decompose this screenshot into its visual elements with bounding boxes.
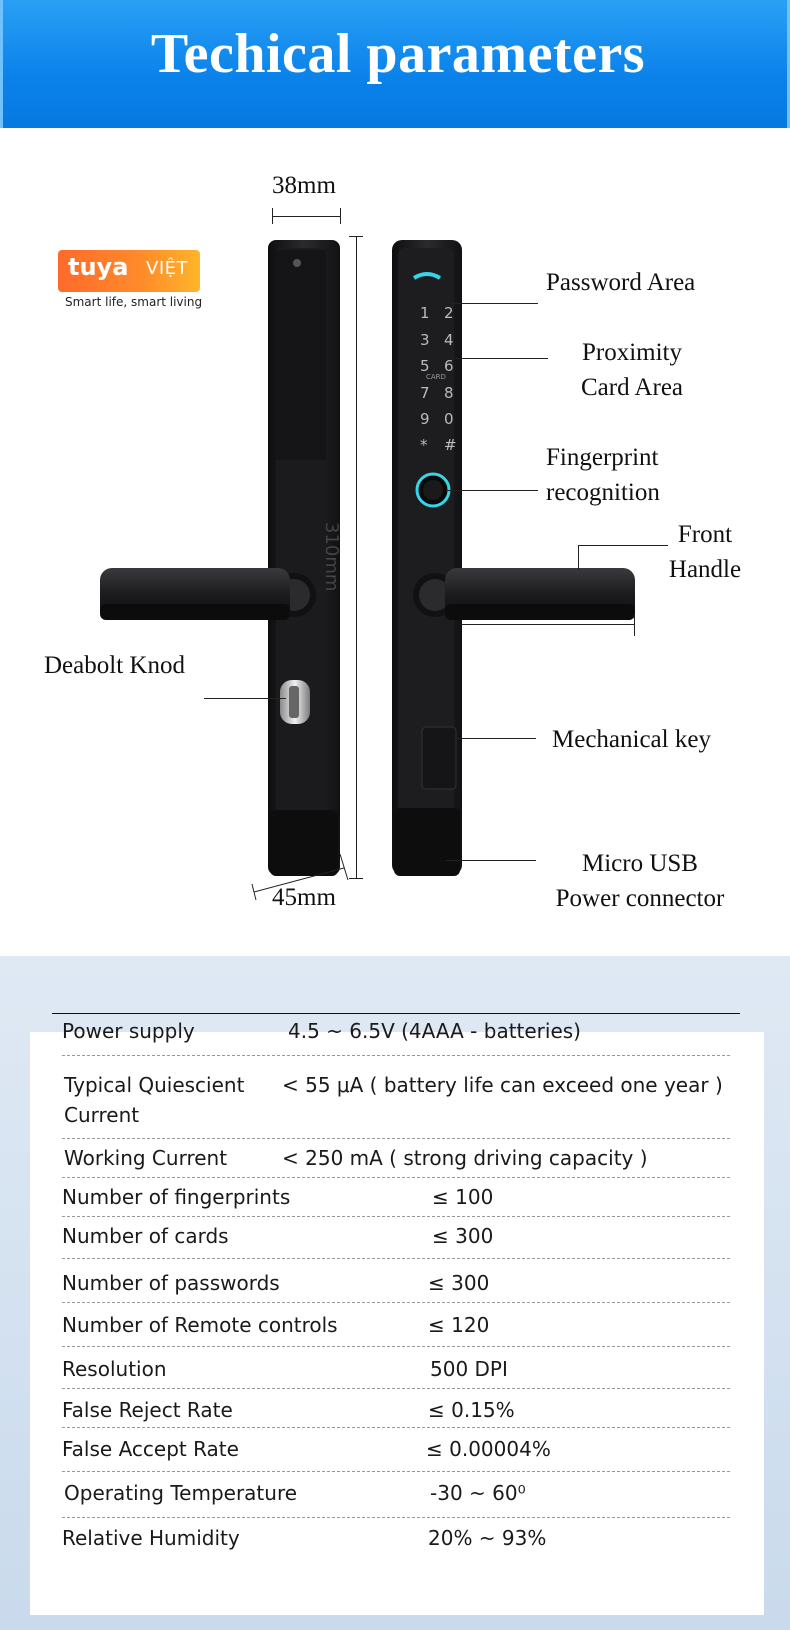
key-8: 8: [444, 384, 454, 402]
spec-value-humidity: 20% ~ 93%: [428, 1526, 547, 1550]
card-label: CARD: [426, 373, 446, 381]
logo-slogan: Smart life, smart living: [65, 295, 203, 309]
header-banner: Techical parameters: [0, 0, 790, 128]
spec-divider: [62, 1427, 730, 1428]
key-7: 7: [420, 384, 430, 402]
width-label: 38mm: [272, 172, 336, 199]
mech-key-label: Mechanical key: [552, 726, 711, 753]
key-9: 9: [420, 410, 430, 428]
front-handle-leader-h: [578, 545, 668, 546]
spec-value-working: < 250 mA ( strong driving capacity ): [282, 1146, 648, 1170]
key-1: 1: [420, 304, 430, 322]
key-5: 5: [420, 357, 430, 375]
depth-label: 45mm: [272, 884, 336, 911]
height-tick-top: [349, 236, 363, 237]
key-star: *: [420, 436, 428, 454]
usb-leader: [446, 860, 536, 861]
spec-value-remotes: ≤ 120: [428, 1313, 490, 1337]
spec-divider: [62, 1258, 730, 1259]
spec-label-far: False Accept Rate: [62, 1437, 239, 1461]
proximity-leader: [452, 358, 548, 359]
front-handle-label-1: Front: [677, 521, 733, 548]
handle-length-line: [460, 624, 634, 625]
spec-value-passwords: ≤ 300: [428, 1271, 490, 1295]
spec-label-resolution: Resolution: [62, 1357, 167, 1381]
lock-illustration: [100, 240, 635, 876]
spec-label-passwords: Number of passwords: [62, 1271, 280, 1295]
specs-top-rule: [52, 1013, 740, 1014]
spec-value-fingerprints: ≤ 100: [432, 1185, 494, 1209]
logo-brand: tuya: [68, 253, 129, 281]
spec-value-temperature: -30 ~ 60⁰: [430, 1481, 526, 1505]
spec-divider: [62, 1302, 730, 1303]
spec-value-frr: ≤ 0.15%: [428, 1398, 515, 1422]
spec-value-far: ≤ 0.00004%: [426, 1437, 551, 1461]
key-4: 4: [444, 331, 454, 349]
spec-label-cards: Number of cards: [62, 1224, 229, 1248]
height-label: 310mm: [321, 522, 342, 592]
front-lock-body: [392, 240, 635, 876]
spec-label-frr: False Reject Rate: [62, 1398, 233, 1422]
spec-value-power: 4.5 ~ 6.5V (4AAA - batteries): [288, 1019, 581, 1043]
spec-label-quiescient-2: Current: [64, 1103, 140, 1127]
keypad: 1 2 3 4 5 6 CARD 7 8 9 0 * #: [420, 303, 464, 463]
spec-value-quiescient: < 55 μA ( battery life can exceed one ye…: [282, 1073, 723, 1097]
width-tick-right: [340, 208, 341, 224]
password-leader: [452, 303, 538, 304]
spec-divider: [62, 1055, 730, 1056]
usb-label-2: Power connector: [555, 885, 725, 912]
spec-divider: [62, 1346, 730, 1347]
spec-label-temperature: Operating Temperature: [64, 1481, 298, 1505]
width-dimension-line: [272, 216, 340, 217]
deadbolt-leader: [204, 698, 286, 699]
spec-value-resolution: 500 DPI: [430, 1357, 508, 1381]
key-2: 2: [444, 304, 454, 322]
spec-label-power: Power supply: [62, 1019, 195, 1043]
spec-label-remotes: Number of Remote controls: [62, 1313, 338, 1337]
fingerprint-leader: [446, 490, 538, 491]
proximity-label-2: Card Area: [580, 374, 684, 401]
spec-divider: [62, 1471, 730, 1472]
spec-label-quiescient: Typical Quiescient: [64, 1073, 245, 1097]
key-6: 6: [444, 357, 454, 375]
page-title: Techical parameters: [150, 23, 646, 85]
usb-label-1: Micro USB: [582, 850, 698, 877]
front-handle-label-2: Handle: [668, 556, 742, 583]
spec-label-working: Working Current: [64, 1146, 228, 1170]
front-handle-leader-v: [578, 545, 579, 570]
logo-suffix: VIỆT: [146, 258, 188, 279]
spec-divider: [62, 1138, 730, 1139]
fingerprint-label-2: recognition: [546, 479, 660, 506]
key-hash: #: [444, 436, 457, 454]
tuya-logo: [58, 250, 200, 292]
spec-divider: [62, 1216, 730, 1217]
proximity-label-1: Proximity: [581, 339, 682, 366]
key-0: 0: [444, 410, 454, 428]
height-dimension-line: [356, 236, 357, 878]
spec-label-humidity: Relative Humidity: [62, 1526, 240, 1550]
fingerprint-label-1: Fingerprint: [546, 444, 659, 471]
spec-divider: [62, 1177, 730, 1178]
width-tick-left: [272, 208, 273, 224]
spec-divider: [62, 1517, 730, 1518]
handle-length-tick: [634, 614, 635, 636]
spec-divider: [62, 1388, 730, 1389]
depth-dimension-line: [251, 853, 349, 901]
spec-label-fingerprints: Number of fingerprints: [62, 1185, 291, 1209]
password-area-label: Password Area: [546, 269, 696, 296]
key-3: 3: [420, 331, 430, 349]
back-lock-body: [100, 240, 340, 876]
height-tick-bottom: [349, 878, 363, 879]
mech-key-leader: [456, 738, 536, 739]
spec-value-cards: ≤ 300: [432, 1224, 494, 1248]
deadbolt-label: Deabolt Knod: [44, 652, 185, 679]
